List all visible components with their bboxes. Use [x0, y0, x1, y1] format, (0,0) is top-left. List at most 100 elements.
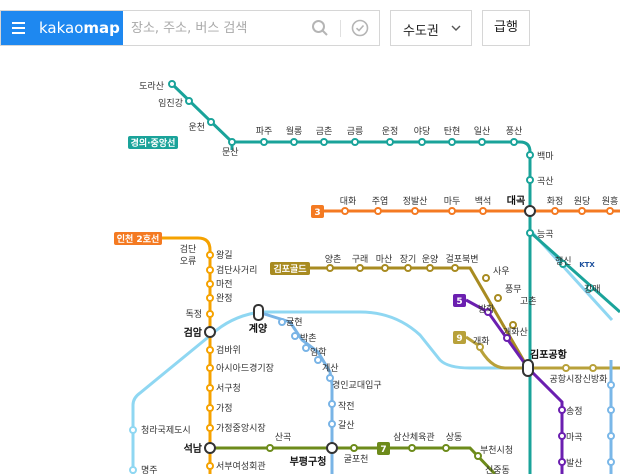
- svg-text:검단사거리: 검단사거리: [216, 264, 257, 276]
- svg-text:마전: 마전: [216, 279, 233, 290]
- svg-text:독정: 독정: [185, 309, 202, 320]
- region-select-label: 수도권: [403, 24, 439, 39]
- badge-gyeongui-jungang[interactable]: 경의·중앙선: [128, 136, 178, 149]
- svg-text:가정중앙시장: 가정중앙시장: [216, 422, 266, 434]
- svg-text:풍산: 풍산: [506, 126, 523, 137]
- kakaomap-logo[interactable]: kakaomap: [35, 11, 123, 45]
- badge-line9[interactable]: 9: [453, 331, 466, 344]
- svg-text:금릉: 금릉: [347, 126, 364, 137]
- svg-text:김포공항: 김포공항: [530, 348, 568, 361]
- svg-text:상동: 상동: [446, 432, 463, 443]
- line7-line: [210, 446, 497, 474]
- badge-incheon2[interactable]: 인천 2호선: [114, 232, 162, 245]
- svg-text:야당: 야당: [414, 126, 431, 137]
- svg-text:작전: 작전: [338, 401, 355, 412]
- search-icon[interactable]: [311, 19, 329, 37]
- svg-text:발산: 발산: [566, 458, 583, 469]
- svg-text:원당: 원당: [574, 196, 591, 207]
- svg-text:신중동: 신중동: [485, 465, 510, 474]
- search-box: kakaomap: [0, 10, 380, 46]
- svg-text:산곡: 산곡: [275, 432, 292, 443]
- svg-text:가정: 가정: [216, 403, 233, 414]
- svg-text:박촌: 박촌: [300, 333, 317, 344]
- express-button[interactable]: 급행: [482, 10, 530, 46]
- svg-text:금촌: 금촌: [316, 126, 333, 137]
- svg-text:공항시장: 공항시장: [549, 374, 582, 385]
- chevron-down-icon: [451, 25, 461, 31]
- svg-text:계양: 계양: [249, 322, 268, 335]
- gyeongui-jungang-diag: [529, 230, 620, 314]
- svg-text:검단: 검단: [180, 243, 197, 255]
- logo-bold-text: map: [83, 19, 120, 37]
- svg-text:신방화: 신방화: [583, 374, 608, 385]
- check-circle-icon[interactable]: [351, 19, 369, 37]
- svg-text:원흥: 원흥: [602, 195, 619, 207]
- svg-text:정발산: 정발산: [403, 196, 428, 207]
- svg-text:임학: 임학: [310, 346, 327, 358]
- svg-text:개화: 개화: [473, 336, 490, 347]
- ktx-marker: KTX: [578, 260, 596, 269]
- svg-text:완정: 완정: [216, 293, 233, 304]
- svg-text:방화: 방화: [478, 304, 495, 315]
- search-input[interactable]: [125, 11, 305, 45]
- badge-line7[interactable]: 7: [377, 442, 390, 455]
- svg-text:주엽: 주엽: [372, 196, 389, 207]
- svg-text:송정: 송정: [566, 406, 583, 417]
- station-labels[interactable]: 도라산 임진강 운천 문산 파주 월롱 금촌 금릉 운정 야당 탄현 일산 풍산…: [139, 81, 618, 474]
- menu-icon-bar-3: [12, 32, 25, 34]
- svg-text:오류: 오류: [180, 256, 197, 267]
- menu-icon-bar-2: [12, 27, 25, 29]
- svg-text:삼산체육관: 삼산체육관: [393, 432, 434, 443]
- badge-line5[interactable]: 5: [453, 294, 466, 307]
- svg-text:5: 5: [456, 297, 462, 307]
- svg-text:풍무: 풍무: [505, 284, 522, 295]
- svg-text:구래: 구래: [352, 254, 369, 265]
- svg-text:인천 2호선: 인천 2호선: [117, 233, 160, 245]
- svg-text:경의·중앙선: 경의·중앙선: [131, 137, 176, 149]
- svg-text:화정: 화정: [547, 196, 564, 207]
- incheon1-line: [257, 310, 334, 474]
- region-select[interactable]: 수도권: [390, 10, 472, 46]
- svg-text:마곡: 마곡: [566, 432, 583, 443]
- svg-text:마두: 마두: [444, 196, 461, 207]
- svg-text:계산: 계산: [322, 362, 339, 374]
- svg-text:탄현: 탄현: [444, 126, 461, 137]
- svg-text:걸포북변: 걸포북변: [445, 254, 478, 265]
- svg-text:경인교대입구: 경인교대입구: [332, 379, 382, 391]
- badge-gimpo-gold[interactable]: 김포골드: [270, 262, 310, 275]
- gimpo-gold-line: [308, 266, 530, 369]
- svg-text:운양: 운양: [422, 254, 439, 265]
- svg-text:왕길: 왕길: [216, 250, 233, 261]
- svg-text:운정: 운정: [382, 126, 399, 137]
- svg-text:청라국제도시: 청라국제도시: [141, 425, 191, 436]
- svg-text:양촌: 양촌: [325, 254, 342, 265]
- top-bar: kakaomap 수도권 급행: [0, 0, 620, 58]
- svg-text:갈산: 갈산: [338, 420, 355, 431]
- svg-text:서구청: 서구청: [216, 383, 241, 394]
- svg-text:명주: 명주: [141, 465, 158, 474]
- svg-text:문산: 문산: [222, 147, 239, 158]
- svg-text:일산: 일산: [474, 126, 491, 137]
- svg-text:백마: 백마: [537, 151, 554, 162]
- svg-text:KTX: KTX: [579, 261, 595, 269]
- menu-button[interactable]: [1, 11, 35, 45]
- svg-text:검바위: 검바위: [216, 344, 241, 356]
- svg-text:개화산: 개화산: [503, 327, 528, 338]
- badge-line3[interactable]: 3: [311, 205, 324, 218]
- station-dots: [129, 80, 615, 474]
- svg-text:9: 9: [456, 334, 462, 344]
- svg-text:사우: 사우: [493, 266, 510, 277]
- svg-text:고촌: 고촌: [520, 296, 537, 307]
- incheon2-line: [162, 236, 212, 474]
- svg-text:월롱: 월롱: [286, 125, 303, 137]
- logo-regular-text: kakao: [39, 19, 84, 37]
- svg-text:곡산: 곡산: [537, 176, 554, 187]
- svg-text:대화: 대화: [340, 196, 357, 207]
- svg-text:3: 3: [314, 208, 320, 218]
- svg-text:부평구청: 부평구청: [290, 455, 327, 468]
- svg-text:김포골드: 김포골드: [273, 263, 307, 275]
- menu-icon-bar-1: [12, 22, 25, 24]
- svg-text:검암: 검암: [184, 327, 203, 339]
- svg-text:마산: 마산: [376, 254, 393, 265]
